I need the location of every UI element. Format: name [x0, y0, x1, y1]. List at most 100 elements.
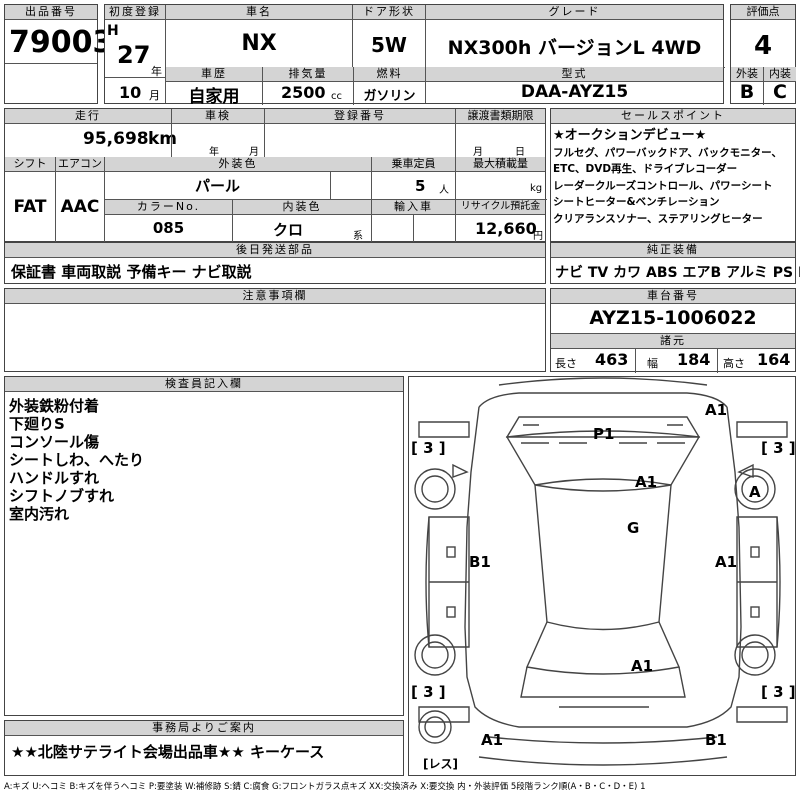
width-label: 幅	[647, 357, 658, 370]
delivery-box: 後日発送部品 保証書 車両取説 予備キー ナビ取説	[4, 242, 546, 284]
mileage-unit: km	[148, 129, 178, 149]
year-number: 27	[117, 41, 151, 69]
chassis-number: AYZ15-1006022	[589, 307, 757, 329]
interior-grade: C	[773, 81, 787, 103]
sales-points-list: ★オークションデビュー★ フルセグ、パワーバックドア、バックモニター、 ETC、…	[553, 128, 782, 227]
car-name: NX	[241, 31, 277, 56]
recycle-unit: 円	[533, 231, 543, 242]
era: H	[107, 23, 119, 39]
recycle: 12,660	[475, 219, 537, 238]
inspector-line: 下廻りS	[9, 415, 65, 433]
exterior-label: 外装	[731, 67, 763, 82]
damage-mark: B1	[469, 553, 491, 571]
color-no: 085	[152, 219, 185, 237]
sales-point-line: クリアランスソナー、ステアリングヒーター	[553, 212, 763, 225]
grade: NX300h バージョンL 4WD	[447, 37, 702, 59]
office-box: 事務局よりご案内 ★★北陸サテライト会場出品車★★ キーケース	[4, 720, 404, 776]
transfer-month-unit: 月	[473, 147, 483, 158]
score: 4	[753, 31, 773, 61]
year-unit: 年	[151, 65, 162, 78]
ac-label: エアコン	[56, 157, 104, 172]
delivery-label: 後日発送部品	[5, 243, 545, 258]
inspector-line: 室内汚れ	[9, 505, 70, 523]
door: 5W	[371, 33, 407, 57]
damage-mark: B1	[705, 731, 727, 749]
car-name-label: 車名	[166, 5, 352, 20]
displacement-unit: cc	[331, 91, 342, 102]
equipment-value: ナビ TV カワ ABS エアB アルミ PS PW	[555, 265, 800, 281]
int-color-label: 内装色	[233, 200, 371, 215]
exterior-grade: B	[739, 81, 755, 103]
car-diagram-box: A1 P1 A1 G A B1 A1 A1 A1 B1 [ 3 ] [ 3 ] …	[408, 376, 796, 776]
inspector-line: コンソール傷	[9, 433, 100, 451]
length: 463	[595, 350, 629, 369]
tire-tread-rear-right: [ 3 ]	[761, 683, 796, 701]
history-label: 車歴	[166, 67, 262, 82]
damage-mark: P1	[593, 425, 615, 443]
car-diagram	[414, 377, 788, 766]
sales-point-line: レーダークルーズコントロール、パワーシート	[553, 179, 773, 192]
month-number: 10	[119, 83, 142, 102]
shift: FAT	[13, 197, 47, 217]
color: パール	[194, 177, 240, 195]
inspection-month-unit: 月	[249, 147, 259, 158]
sales-points-box: セールスポイント ★オークションデビュー★ フルセグ、パワーバックドア、バックモ…	[550, 108, 796, 242]
damage-mark: A1	[715, 553, 738, 571]
spare-tire-label: [レス]	[423, 757, 458, 771]
inspector-label: 検査員記入欄	[5, 377, 403, 392]
load-unit: kg	[530, 183, 543, 194]
damage-mark: A1	[481, 731, 504, 749]
equipment-label: 純正装備	[551, 243, 795, 258]
sales-point-line: フルセグ、パワーバックドア、バックモニター、	[553, 146, 783, 159]
lot-box: 出品番号 79003	[4, 4, 113, 104]
details-box: 走行 95,698 km 車検 年 月 登録番号 譲渡書類期限 月 日 シフト …	[4, 108, 547, 243]
color-label: 外装色	[105, 157, 371, 172]
height: 164	[757, 350, 791, 369]
model-label: 型式	[426, 67, 723, 82]
chassis-box: 車台番号 AYZ15-1006022 諸元 長さ 463 幅 184 高さ 16…	[550, 288, 796, 373]
fuel: ガソリン	[363, 89, 416, 104]
mileage: 95,698	[83, 129, 149, 149]
lot-number: 79003	[9, 25, 114, 60]
shift-label: シフト	[5, 157, 55, 172]
score-label: 評価点	[731, 5, 795, 20]
model: DAA-AYZ15	[520, 82, 629, 102]
equipment-box: 純正装備 ナビ TV カワ ABS エアB アルミ PS PW	[550, 242, 800, 284]
dims-label: 諸元	[551, 333, 795, 349]
capacity: 5	[415, 177, 426, 195]
ac: AAC	[60, 197, 100, 217]
int-color-unit: 系	[353, 231, 363, 242]
notes-label: 注意事項欄	[5, 289, 545, 304]
inspection-year-unit: 年	[209, 147, 219, 158]
delivery-value: 保証書 車両取説 予備キー ナビ取説	[11, 263, 252, 281]
tire-tread-front-right: [ 3 ]	[761, 439, 796, 457]
damage-mark: A1	[635, 473, 658, 491]
chassis-label: 車台番号	[551, 289, 795, 304]
load-label: 最大積載量	[456, 157, 545, 172]
height-label: 高さ	[723, 357, 745, 370]
door-label: ドア形状	[353, 5, 425, 20]
capacity-label: 乗車定員	[372, 157, 455, 172]
displacement: 2500	[281, 83, 326, 102]
sales-point-line: ETC、DVD再生、ドライブレコーダー	[553, 163, 738, 175]
tire-tread-rear-left: [ 3 ]	[411, 683, 446, 701]
inspector-line: シフトノブすれ	[9, 487, 115, 505]
import-label: 輸入車	[372, 200, 455, 215]
office-value: ★★北陸サテライト会場出品車★★ キーケース	[11, 743, 325, 761]
reg-label: 登録番号	[265, 109, 455, 124]
inspector-line: 外装鉄粉付着	[9, 397, 100, 415]
inspection-label: 車検	[172, 109, 264, 124]
sales-point-line: ★オークションデビュー★	[553, 128, 707, 143]
damage-mark: A1	[631, 657, 654, 675]
damage-mark: A	[749, 483, 761, 501]
mileage-label: 走行	[5, 109, 171, 124]
tire-tread-front-left: [ 3 ]	[411, 439, 446, 457]
damage-mark: A1	[705, 401, 728, 419]
damage-mark: G	[627, 519, 640, 537]
transfer-label: 譲渡書類期限	[456, 109, 545, 124]
length-label: 長さ	[555, 357, 577, 370]
displacement-label: 排気量	[263, 67, 353, 82]
sales-point-line: シートヒーター&ベンチレーション	[553, 196, 720, 208]
width: 184	[677, 350, 711, 369]
first-reg-label: 初度登録	[105, 5, 165, 20]
